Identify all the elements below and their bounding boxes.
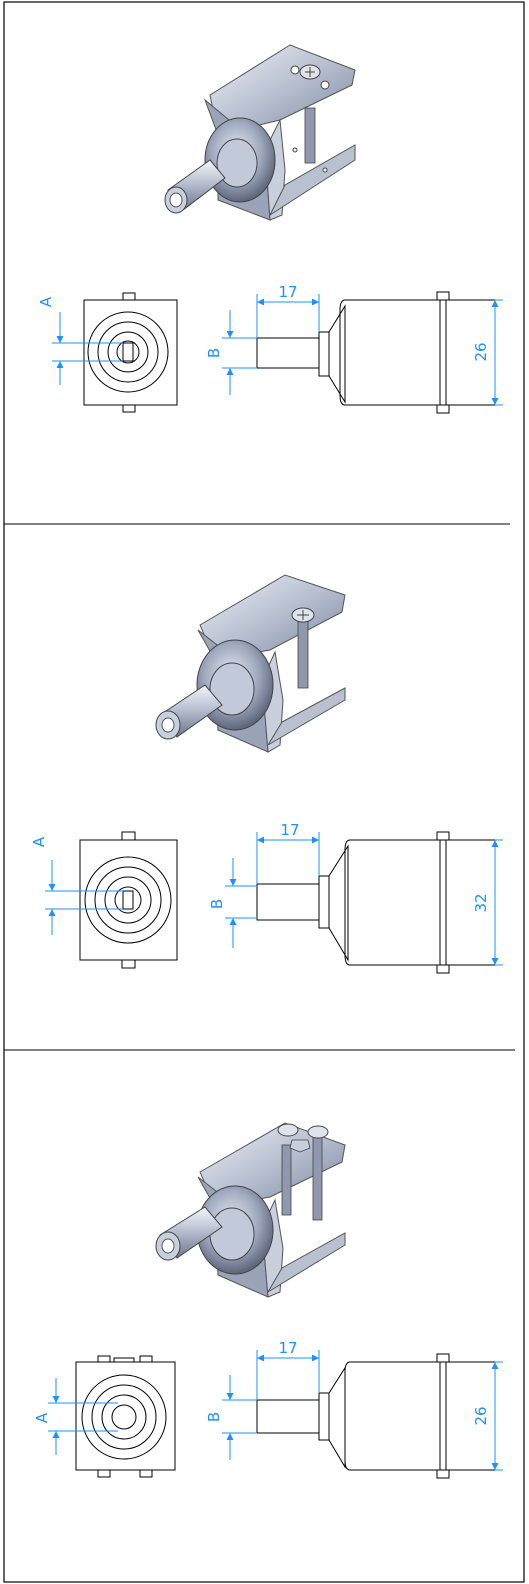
dim-length-label-2: 17 bbox=[280, 821, 299, 839]
dim-a-label-3: A bbox=[33, 1412, 51, 1423]
dim-height-label-1: 26 bbox=[472, 342, 490, 361]
dim-b-label-1: B bbox=[205, 348, 223, 358]
solenoid-iso-view-1 bbox=[164, 44, 356, 221]
solenoid-side-view-1 bbox=[256, 291, 496, 414]
dim-height-label-2: 32 bbox=[472, 893, 490, 912]
dimensions-2 bbox=[45, 832, 503, 966]
dimensions-1 bbox=[52, 294, 503, 406]
solenoid-front-view-1 bbox=[83, 292, 178, 413]
dimensions-3 bbox=[48, 1350, 503, 1471]
section-1: 17 26 B A bbox=[37, 44, 503, 414]
dim-a-label-2: A bbox=[30, 836, 48, 847]
section-2: 17 32 B A bbox=[30, 574, 503, 974]
dim-b-label-2: B bbox=[208, 899, 226, 909]
sheet-border bbox=[3, 1, 525, 1583]
solenoid-iso-view-2 bbox=[155, 574, 346, 753]
solenoid-side-view-2 bbox=[256, 831, 496, 974]
dim-height-label-3: 26 bbox=[472, 1406, 490, 1425]
solenoid-iso-view-3 bbox=[155, 1122, 346, 1298]
solenoid-front-view-2 bbox=[79, 831, 178, 969]
solenoid-front-view-3 bbox=[75, 1355, 176, 1478]
solenoid-side-view-3 bbox=[256, 1353, 496, 1479]
section-3: 17 26 B A bbox=[33, 1122, 503, 1479]
dim-b-label-3: B bbox=[205, 1412, 223, 1422]
dim-length-label-1: 17 bbox=[278, 283, 297, 301]
dim-a-label-1: A bbox=[37, 296, 55, 307]
dim-length-label-3: 17 bbox=[278, 1339, 297, 1357]
